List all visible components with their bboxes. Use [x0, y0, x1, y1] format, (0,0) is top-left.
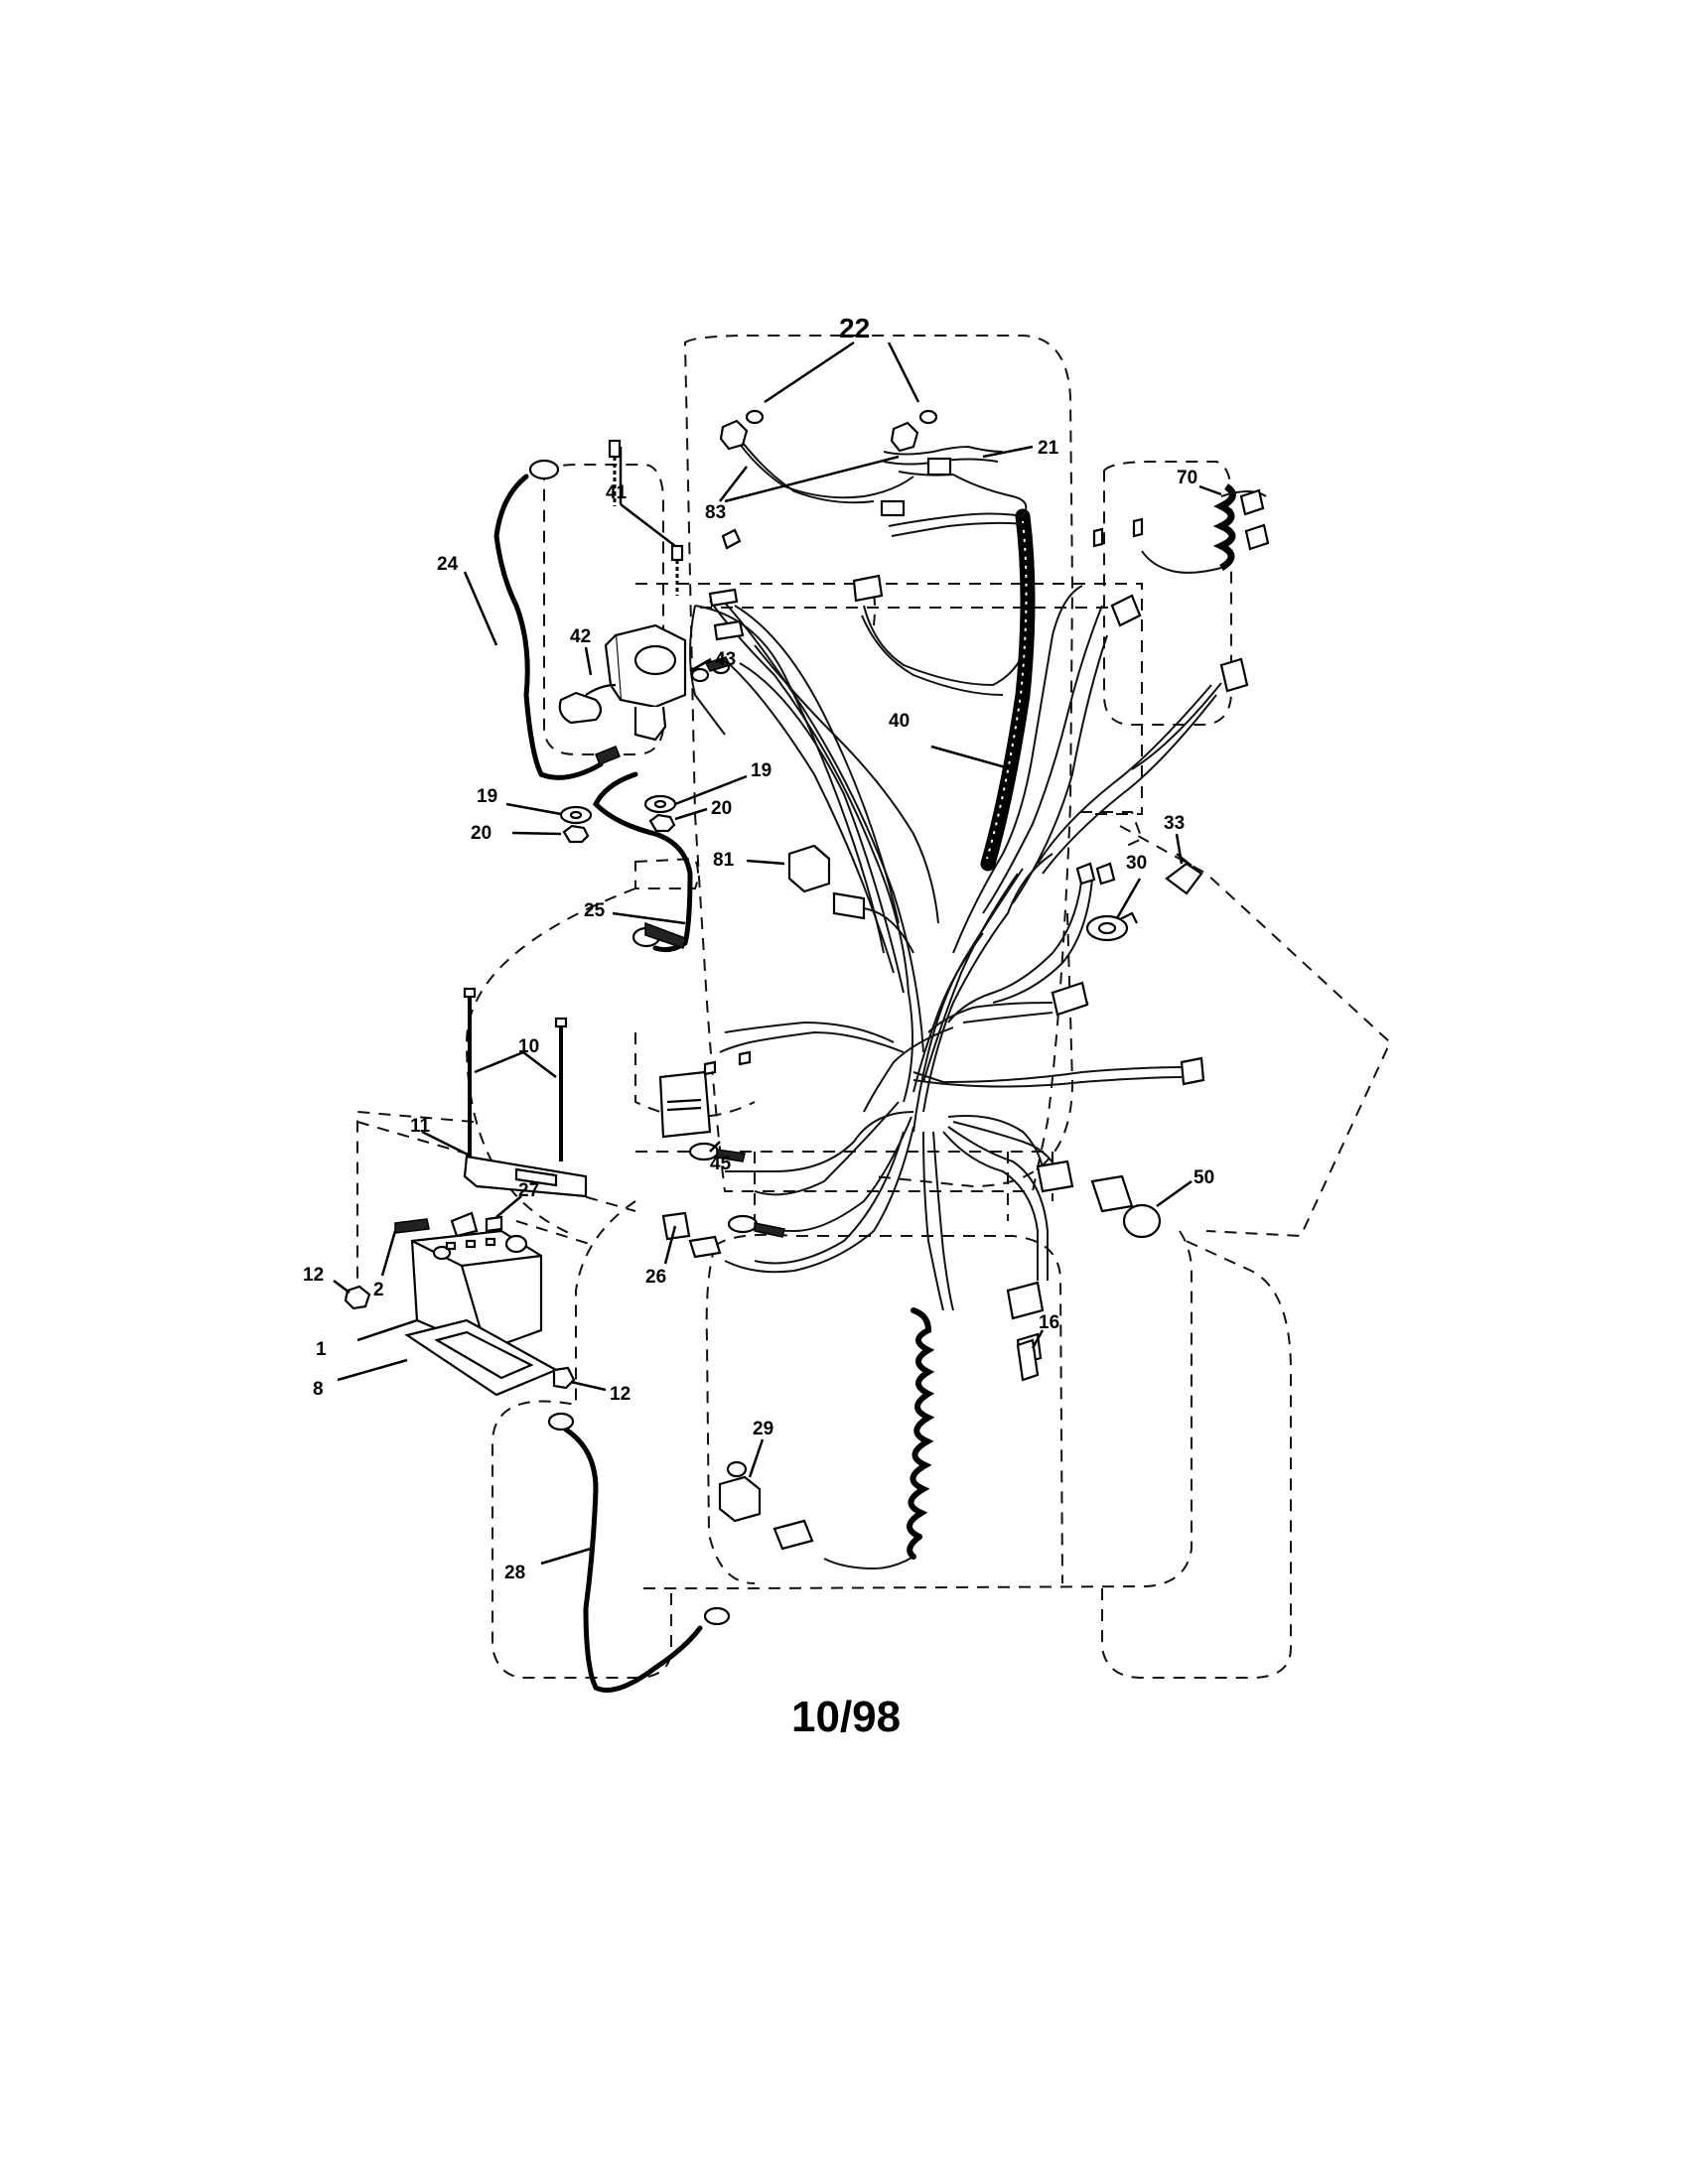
- callout-24: 24: [437, 554, 459, 575]
- ring-lugs: [661, 528, 884, 1259]
- callout-8: 8: [313, 1379, 324, 1400]
- callout-12-right: 12: [610, 1384, 631, 1405]
- coil-wire: [823, 1307, 935, 1570]
- fuse-45: [658, 1070, 712, 1139]
- callout-19-right: 19: [751, 760, 772, 781]
- callout-25: 25: [584, 900, 606, 921]
- connectors: [1006, 488, 1270, 1366]
- callout-20-right: 20: [711, 798, 732, 819]
- callout-41: 41: [606, 482, 628, 503]
- callout-43: 43: [715, 649, 736, 670]
- callout-22: 22: [839, 313, 870, 343]
- callout-16: 16: [1039, 1312, 1059, 1333]
- callout-70: 70: [1177, 468, 1197, 488]
- callout-27: 27: [518, 1180, 539, 1201]
- callout-19-left: 19: [477, 786, 497, 807]
- tractor-outline: [356, 335, 1392, 1679]
- callout-28: 28: [504, 1563, 525, 1583]
- connector-16: [1016, 1338, 1040, 1382]
- coil-wire-70: [1141, 483, 1267, 574]
- callout-50: 50: [1193, 1167, 1214, 1188]
- callout-42: 42: [570, 626, 591, 647]
- callout-11: 11: [410, 1116, 431, 1137]
- relay-81: [787, 844, 866, 920]
- nuts-12: [344, 1285, 576, 1390]
- cable-28: [547, 1412, 731, 1693]
- hold-down: [463, 987, 588, 1198]
- headlight-wiring: [719, 409, 1028, 517]
- callout-33: 33: [1164, 813, 1185, 834]
- harness-conduit: [888, 508, 1036, 872]
- callout-83: 83: [705, 502, 726, 523]
- callout-1: 1: [316, 1339, 327, 1360]
- callout-81: 81: [713, 850, 735, 871]
- wire-harness: [689, 585, 1222, 1311]
- date-code: 10/98: [791, 1693, 901, 1741]
- callout-45: 45: [710, 1154, 732, 1174]
- callout-21: 21: [1038, 438, 1059, 459]
- callout-12-left: 12: [303, 1265, 324, 1286]
- terminals-27: [394, 1211, 503, 1238]
- callout-20-left: 20: [471, 823, 491, 844]
- cable-24: [493, 459, 621, 780]
- switch-33: [1165, 853, 1203, 895]
- callout-30: 30: [1126, 853, 1147, 874]
- seat-switch-29: [718, 1460, 814, 1551]
- washers-nuts: [559, 794, 677, 844]
- leader-lines: [333, 341, 1222, 1566]
- solenoid-assembly: [558, 439, 732, 742]
- callout-26: 26: [645, 1267, 666, 1288]
- cable-25: [592, 771, 693, 953]
- callout-labels: 22 21 83 70 41 24 42 43 40 19 20 19 20 8…: [303, 313, 1214, 1741]
- callout-29: 29: [753, 1419, 773, 1439]
- switch-50: [1090, 1174, 1162, 1239]
- callout-10: 10: [518, 1036, 539, 1057]
- tray-8: [404, 1318, 559, 1397]
- callout-40: 40: [889, 711, 910, 732]
- callout-2: 2: [373, 1280, 384, 1300]
